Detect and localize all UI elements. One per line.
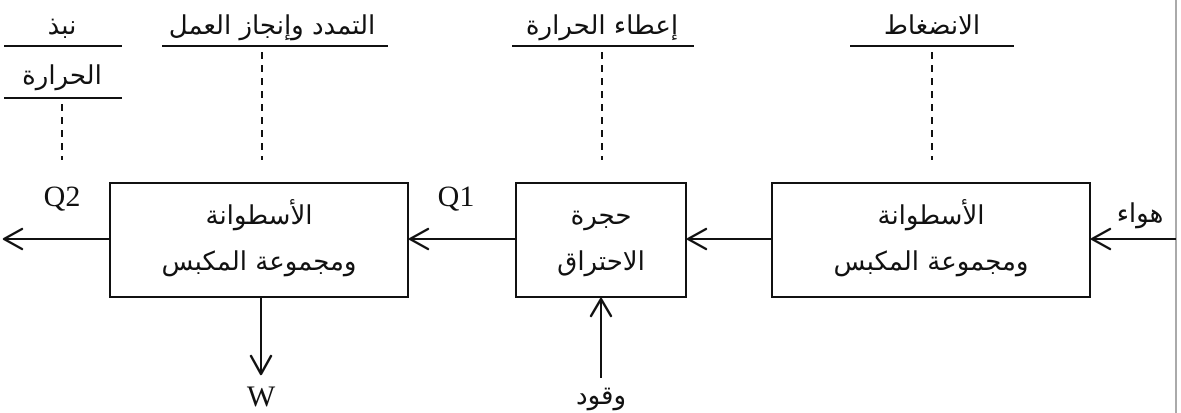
compressor-to-combustion-arrowhead: [686, 227, 708, 251]
compressor-label-1: الأسطوانة: [878, 198, 985, 231]
combustion-to-expander-arrowhead: [408, 227, 430, 251]
heat-output-label: Q2: [44, 180, 81, 213]
combustion-chamber-block: [515, 182, 687, 298]
stage-label-heat-rejection-1: نبذ: [48, 11, 77, 41]
stage-label-expansion: التمدد وإنجاز العمل: [169, 11, 375, 41]
compressor-block: [771, 182, 1091, 298]
stage-label-heat-rejection-2: الحرارة: [22, 61, 102, 91]
combustion-label-1: حجرة: [571, 201, 632, 231]
air-inlet-arrowhead: [1090, 227, 1112, 251]
work-output-label: W: [247, 380, 276, 413]
stage-label-heat-addition: إعطاء الحرارة: [526, 11, 678, 41]
heat-input-label: Q1: [438, 180, 475, 213]
compressor-label-2: ومجموعة المكبس: [834, 247, 1029, 277]
stage-label-compression: الانضغاط: [884, 11, 980, 41]
exhaust-arrowhead: [2, 227, 24, 251]
expander-label-1: الأسطوانة: [206, 198, 313, 231]
combustion-label-2: الاحتراق: [557, 247, 645, 277]
fuel-inlet-label: وقود: [576, 381, 626, 411]
air-inlet-label: هواء: [1117, 199, 1164, 229]
fuel-inlet-arrowhead: [589, 297, 613, 318]
expander-label-2: ومجموعة المكبس: [162, 247, 357, 277]
work-output-arrowhead: [249, 354, 273, 376]
